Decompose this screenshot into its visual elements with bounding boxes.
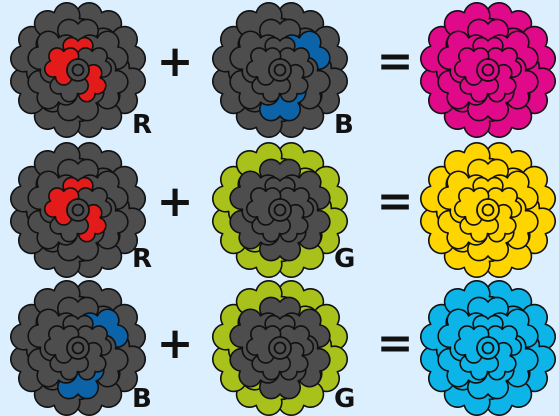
flower-center-dot	[481, 203, 495, 217]
plus-sign: +	[156, 176, 194, 227]
letter-label: R	[132, 110, 153, 140]
flower-row2-left[interactable]	[10, 142, 146, 278]
flower-icon	[10, 280, 146, 416]
flower-center-dot	[481, 63, 495, 77]
flower-icon	[212, 280, 348, 416]
flower-row1-right[interactable]	[212, 2, 348, 138]
flower-row1-result[interactable]	[420, 2, 556, 138]
flower-center-dot	[481, 341, 495, 355]
letter-label: G	[334, 384, 356, 414]
equals-sign: =	[376, 318, 414, 369]
flower-center-dot	[71, 203, 85, 217]
flower-icon	[212, 2, 348, 138]
result-flower-icon	[420, 142, 556, 278]
equals-sign: =	[376, 176, 414, 227]
letter-label: B	[334, 110, 354, 140]
result-flower-icon	[420, 2, 556, 138]
flower-center-dot	[71, 63, 85, 77]
flower-row3-right[interactable]	[212, 280, 348, 416]
letter-label: G	[334, 244, 356, 274]
flower-row3-left[interactable]	[10, 280, 146, 416]
flower-icon	[10, 2, 146, 138]
flower-center-dot	[71, 341, 85, 355]
flower-icon	[212, 142, 348, 278]
flower-center-dot	[273, 203, 287, 217]
flower-icon	[10, 142, 146, 278]
plus-sign: +	[156, 36, 194, 87]
result-flower-icon	[420, 280, 556, 416]
flower-row3-result[interactable]	[420, 280, 556, 416]
plus-sign: +	[156, 318, 194, 369]
flower-row1-left[interactable]	[10, 2, 146, 138]
flower-center-dot	[273, 341, 287, 355]
flower-row2-right[interactable]	[212, 142, 348, 278]
letter-label: B	[132, 384, 152, 414]
flower-center-dot	[273, 63, 287, 77]
letter-label: R	[132, 244, 153, 274]
flower-row2-result[interactable]	[420, 142, 556, 278]
equals-sign: =	[376, 36, 414, 87]
